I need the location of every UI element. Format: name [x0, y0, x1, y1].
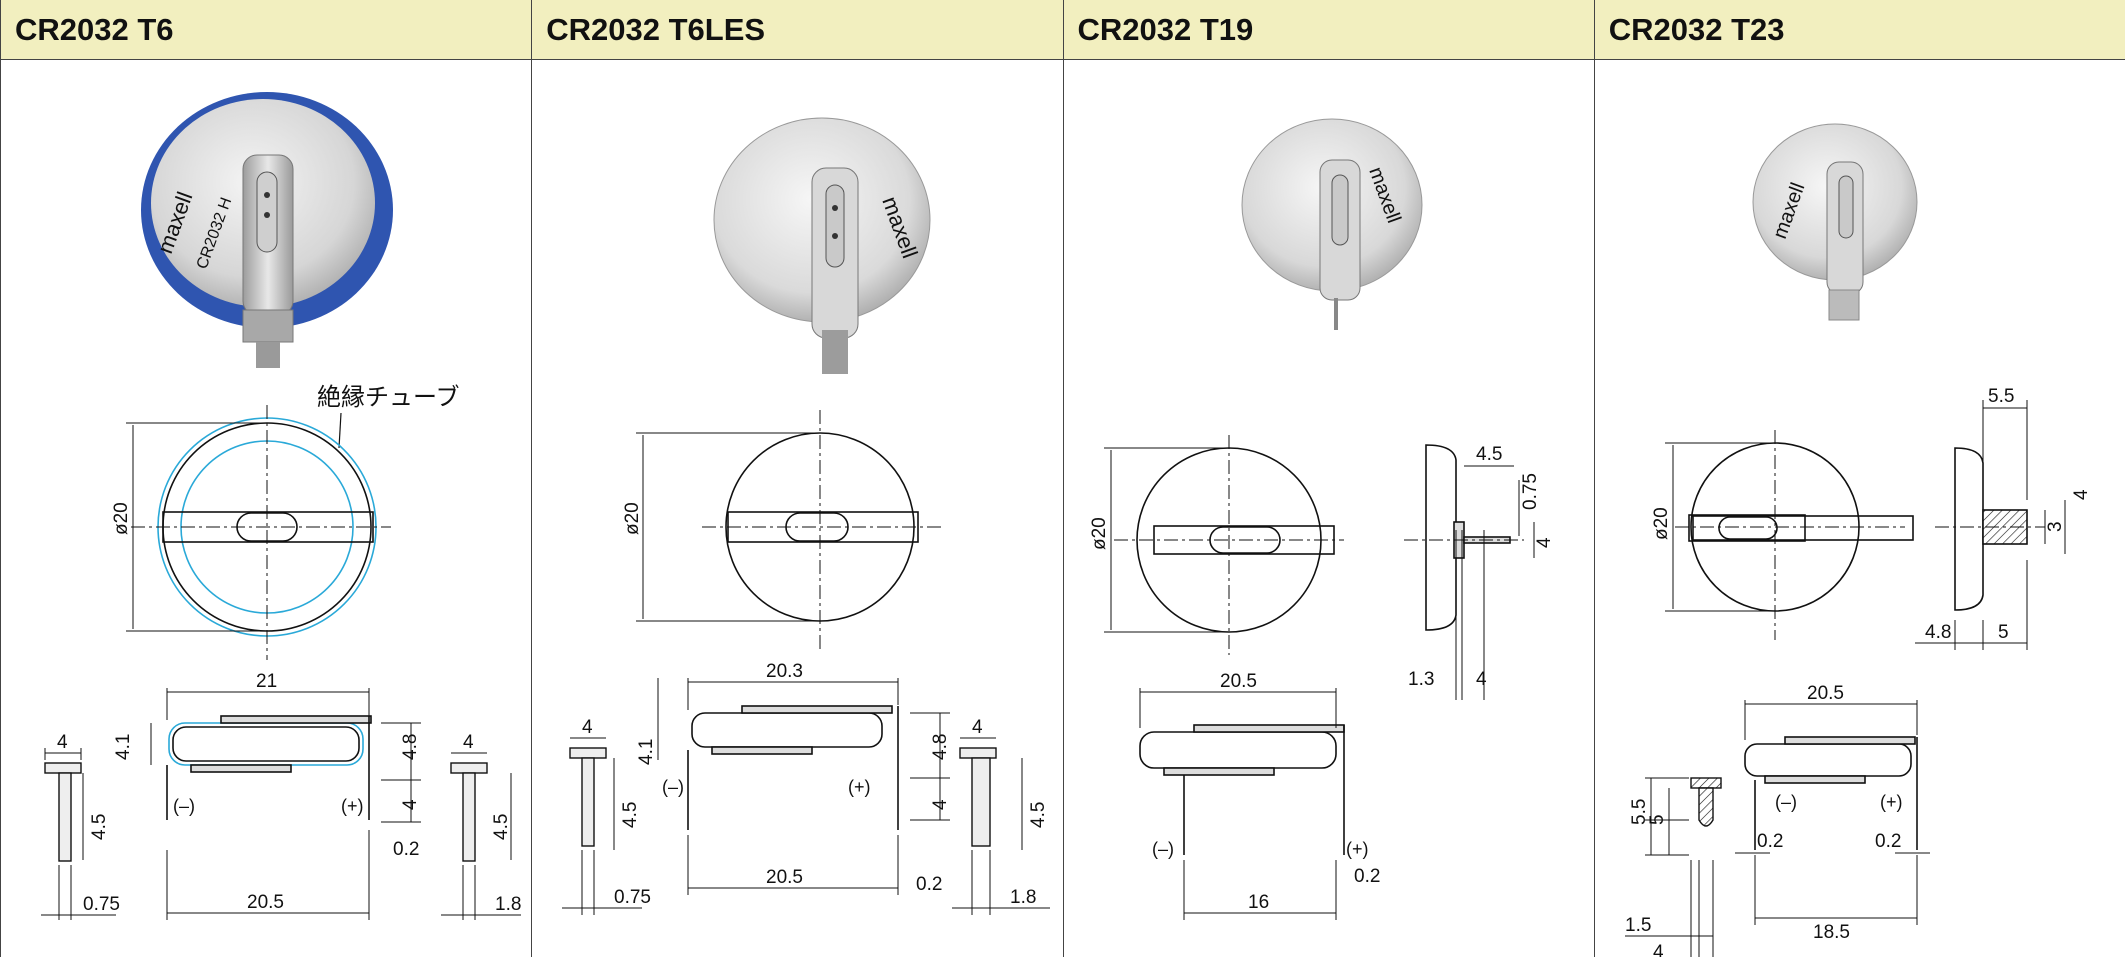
pin-detail [1624, 777, 1722, 957]
t23-figure: maxell ø20 [1624, 123, 2092, 957]
pin-detail-left [41, 748, 116, 920]
dim-pin-offset: 1.3 [1408, 669, 1434, 690]
dim-pin-width-right: 4 [463, 732, 474, 753]
dim-tab-height: 4.8 [400, 734, 421, 760]
dim-diameter: ø20 [111, 502, 132, 535]
dim-pin-height-right: 4.5 [1028, 802, 1049, 828]
terminal-negative: (–) [1152, 839, 1174, 859]
dim-diameter: ø20 [1089, 517, 1110, 550]
dim-pin-height: 4.5 [620, 802, 641, 828]
dim-tab-height: 4.8 [930, 734, 951, 760]
terminal-positive: (+) [1346, 839, 1369, 859]
terminal-negative: (–) [1775, 792, 1797, 812]
column-title: CR2032 T19 [1063, 0, 1594, 60]
dim-gap-left: 0.2 [1757, 831, 1783, 852]
pin-detail-left [562, 737, 643, 915]
dim-offset-2: 5 [1998, 622, 2009, 643]
dim-pin-thickness: 0.75 [83, 894, 120, 915]
dim-width-bottom: 16 [1248, 892, 1269, 913]
terminal-positive: (+) [1880, 792, 1903, 812]
battery-photo: maxell [1241, 118, 1422, 330]
side-view [150, 688, 421, 920]
side-view [1138, 688, 1345, 920]
product-column-t6les: CR2032 T6LES maxell [532, 0, 1064, 957]
battery-photo: maxell [1752, 123, 1918, 321]
dim-height-total: 4.1 [113, 734, 134, 760]
t6les-figure: maxell ø20 [562, 117, 1051, 915]
dim-height-1: 5.5 [1629, 799, 1650, 825]
top-view [1664, 430, 1914, 640]
dim-pin-thickness-right: 1.8 [495, 894, 521, 915]
pin-detail-right [441, 752, 521, 920]
terminal-negative: (–) [662, 777, 684, 797]
dim-gap: 0.2 [916, 874, 942, 895]
dim-pin-b: 4 [1653, 942, 1664, 957]
dim-width-top: 20.3 [766, 661, 803, 682]
dim-height-total: 4.1 [636, 739, 657, 765]
terminal-positive: (+) [848, 777, 871, 797]
top-view [1103, 435, 1344, 655]
dim-tab-thickness: 3 [2045, 521, 2066, 532]
product-column-t23: CR2032 T23 maxell [1594, 0, 2125, 957]
dim-width-bottom: 20.5 [766, 867, 803, 888]
dim-pin-width: 4 [57, 732, 68, 753]
dim-tab-thickness: 0.75 [1520, 473, 1541, 510]
dim-gap: 0.2 [1354, 866, 1380, 887]
column-title: CR2032 T23 [1594, 0, 2125, 60]
dim-tab-height: 4 [2071, 489, 2092, 500]
dim-gap-right: 0.2 [1875, 831, 1901, 852]
top-view [126, 405, 391, 660]
dim-pin-length: 4 [1476, 669, 1487, 690]
side-view [1734, 700, 1930, 925]
dim-low-height: 4 [930, 799, 951, 810]
battery-photo: maxell [713, 117, 931, 374]
dim-width-bottom: 18.5 [1813, 922, 1850, 943]
dim-width-top: 21 [256, 671, 277, 692]
column-title: CR2032 T6 [1, 0, 532, 60]
dim-width-top: 20.5 [1220, 671, 1257, 692]
dim-low-height: 4 [400, 799, 421, 810]
dim-tab-height: 4 [1534, 537, 1555, 548]
dim-width-bottom: 20.5 [247, 892, 284, 913]
column-title: CR2032 T6LES [532, 0, 1063, 60]
dim-pin-height-right: 4.5 [491, 814, 512, 840]
top-view [636, 410, 943, 650]
insulation-note: 絶縁チューブ [317, 384, 460, 411]
t6-figure: maxell CR2032 H 絶縁チューブ ø20 [41, 92, 521, 920]
dim-height-2: 5 [1647, 814, 1668, 825]
dim-pin-a: 1.5 [1625, 915, 1651, 936]
dim-pin-height: 4.5 [89, 814, 110, 840]
terminal-positive: (+) [341, 796, 364, 816]
dim-gap: 0.2 [393, 839, 419, 860]
pin-detail-right [952, 737, 1051, 915]
dim-tab-width: 5.5 [1988, 386, 2014, 407]
dim-pin-thickness: 0.75 [614, 887, 651, 908]
leader-line [338, 412, 342, 449]
dim-pin-width-right: 4 [972, 717, 983, 738]
dim-diameter: ø20 [1651, 507, 1672, 540]
dim-diameter: ø20 [622, 502, 643, 535]
edge-view [1914, 400, 2066, 650]
product-column-t19: CR2032 T19 maxell [1063, 0, 1595, 957]
dim-pin-width: 4 [582, 717, 593, 738]
dim-offset-1: 4.8 [1925, 622, 1951, 643]
dim-pin-thickness-right: 1.8 [1010, 887, 1036, 908]
product-column-t6: CR2032 T6 maxell CR2032 H [1, 0, 533, 957]
battery-photo: maxell CR2032 H [141, 92, 393, 368]
dim-width-top: 20.5 [1807, 683, 1844, 704]
edge-view [1403, 444, 1534, 700]
dim-tab-width: 4.5 [1476, 444, 1502, 465]
side-view [657, 678, 951, 895]
terminal-negative: (–) [173, 796, 195, 816]
t19-figure: maxell ø20 [1089, 118, 1555, 920]
